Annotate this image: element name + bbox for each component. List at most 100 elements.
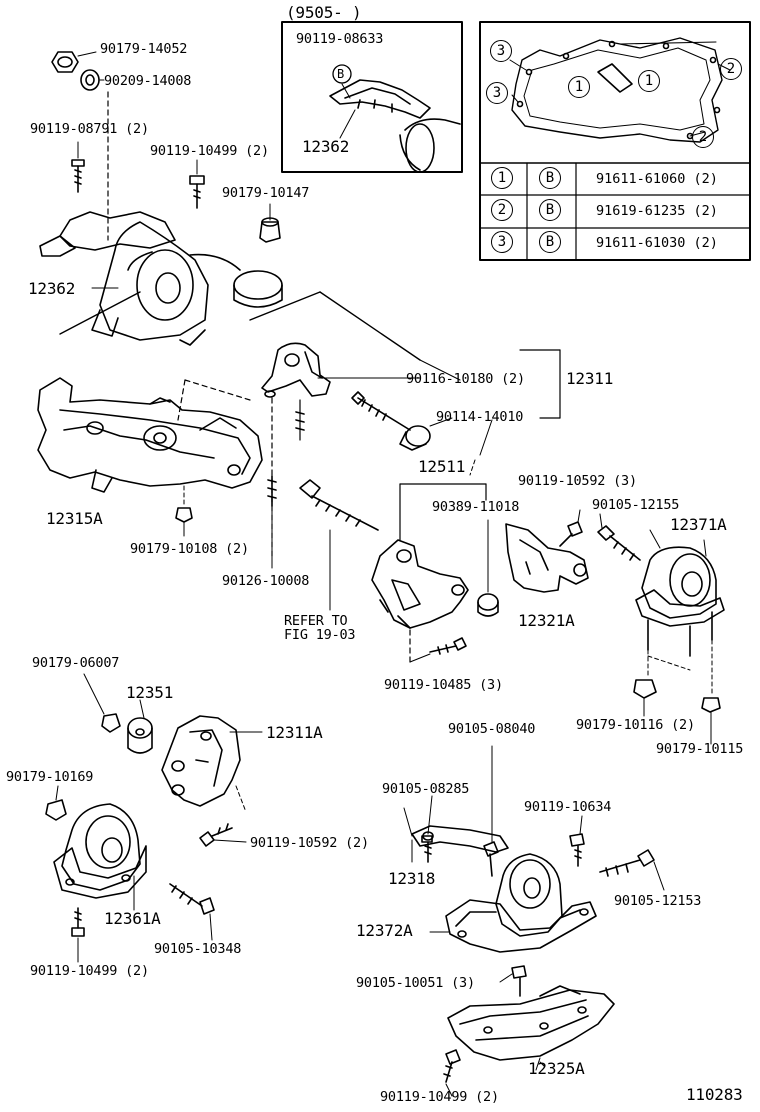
- bracket-12318: [411, 825, 509, 863]
- reference-note: FIG 19-03: [284, 627, 356, 643]
- nut-90179-10147: [259, 203, 281, 243]
- figure-number: 110283: [686, 1085, 743, 1104]
- stud-90126-10008: [267, 475, 277, 569]
- nut-90389-11018: [477, 519, 499, 617]
- part-label: 12311A: [266, 723, 323, 742]
- bolt-90105-08040: [483, 745, 499, 877]
- callout-3: 3: [490, 40, 512, 62]
- bracket-12311A: [161, 715, 263, 813]
- nut-90179-10116: [633, 679, 657, 717]
- part-label: 12362: [302, 137, 350, 156]
- part-label: 90119-10592 (2): [250, 835, 369, 851]
- part-label: 90114-14010: [436, 409, 524, 425]
- part-label: 90119-08633: [296, 31, 384, 47]
- legend-num-1: 1: [491, 167, 513, 189]
- legend-num-3: 3: [491, 231, 513, 253]
- part-label: 90179-10116 (2): [576, 717, 695, 733]
- callout-3: 3: [486, 82, 508, 104]
- bolt-90119-10592-a: [559, 509, 583, 547]
- bolt-90119-10499-c: [443, 1049, 461, 1097]
- mount-12372A: [439, 853, 597, 953]
- nut-90179-10108: [175, 507, 193, 537]
- part-label: 12318: [388, 869, 436, 888]
- bolt-90119-10485: [409, 637, 467, 663]
- legend-num-2: 2: [491, 199, 513, 221]
- part-label: 90119-10485 (3): [384, 677, 503, 693]
- part-label: 90105-10348: [154, 941, 242, 957]
- nut-90179-10169: [45, 785, 67, 821]
- part-label: 90179-10108 (2): [130, 541, 249, 557]
- inset-box-bolt-positions: [479, 21, 751, 261]
- bracket-12321A: [505, 523, 589, 593]
- part-label: 90126-10008: [222, 573, 310, 589]
- legend-part: 91611-61060 (2): [596, 171, 718, 187]
- part-label: 12371A: [670, 515, 727, 534]
- legend-marker-b: B: [539, 199, 561, 221]
- mount-12362: [39, 211, 209, 346]
- part-label: 12351: [126, 683, 174, 702]
- legend-part: 91619-61235 (2): [596, 203, 718, 219]
- part-label: 90179-10115: [656, 741, 744, 757]
- nut-90179-06007: [83, 673, 121, 733]
- bracket-12325A: [447, 985, 615, 1067]
- part-label: 90105-08040: [448, 721, 536, 737]
- washer-90209-14008: [80, 69, 100, 91]
- part-label: 90119-10499 (2): [30, 963, 149, 979]
- part-label: 90179-10147: [222, 185, 310, 201]
- part-label: 12511: [418, 457, 466, 476]
- part-label: 90105-12155: [592, 497, 680, 513]
- callout-2: 2: [720, 58, 742, 80]
- part-label: 90116-10180 (2): [406, 371, 525, 387]
- callout-2: 2: [692, 126, 714, 148]
- bolt-90114-14010: [351, 391, 453, 451]
- part-label: 12321A: [518, 611, 575, 630]
- part-label: 90119-10634: [524, 799, 612, 815]
- mount-12361A: [53, 803, 147, 911]
- bolt-90119-10634: [569, 815, 585, 867]
- part-label: 12362: [28, 279, 76, 298]
- part-label: 90179-14052: [100, 41, 188, 57]
- part-label: 12325A: [528, 1059, 585, 1078]
- bolt-90105-10051: [499, 965, 527, 997]
- part-label: 90105-08285: [382, 781, 470, 797]
- part-label: 12372A: [356, 921, 413, 940]
- inset1-title: (9505- ): [286, 3, 362, 22]
- bolt-90105-08285: [421, 795, 433, 863]
- bolt-90119-10499-a: [189, 159, 205, 209]
- nut-90179-10115: [701, 697, 721, 745]
- callout-1: 1: [568, 76, 590, 98]
- inset-box-early-model: [281, 21, 463, 173]
- inset1-bracket-drawing: [329, 64, 461, 173]
- part-label: 90119-08791 (2): [30, 121, 149, 137]
- bolt-90105-12153: [599, 849, 665, 891]
- bolt-90119-10592-b: [199, 823, 247, 847]
- callout-1: 1: [638, 70, 660, 92]
- bolt-refer-fig: [299, 479, 379, 611]
- bracket-12315A: [37, 377, 263, 507]
- nut-90179-14052: [51, 51, 79, 73]
- part-label: 90179-10169: [6, 769, 94, 785]
- part-label: 12315A: [46, 509, 103, 528]
- part-label: 90119-10592 (3): [518, 473, 637, 489]
- part-label: 12311: [566, 369, 614, 388]
- part-label: 90119-10499 (2): [380, 1089, 499, 1105]
- timing-cover-outline: [509, 37, 731, 143]
- part-label: 90105-12153: [614, 893, 702, 909]
- mount-12371A: [635, 539, 725, 697]
- part-label: 90119-10499 (2): [150, 143, 269, 159]
- part-label: 90105-10051 (3): [356, 975, 475, 991]
- part-label: 90179-06007: [32, 655, 120, 671]
- reference-note: REFER TO: [284, 613, 348, 629]
- part-label: 90209-14008: [104, 73, 192, 89]
- bolt-90105-12155: [597, 513, 641, 561]
- marker-b-label: B: [337, 67, 345, 81]
- legend-marker-b: B: [539, 231, 561, 253]
- part-label: 12361A: [104, 909, 161, 928]
- bracket-12511: [371, 539, 469, 663]
- bolt-90119-08791: [71, 141, 85, 193]
- bushing-12351: [127, 699, 153, 754]
- bolt-90119-10499-b: [71, 907, 85, 963]
- part-label: 90389-11018: [432, 499, 520, 515]
